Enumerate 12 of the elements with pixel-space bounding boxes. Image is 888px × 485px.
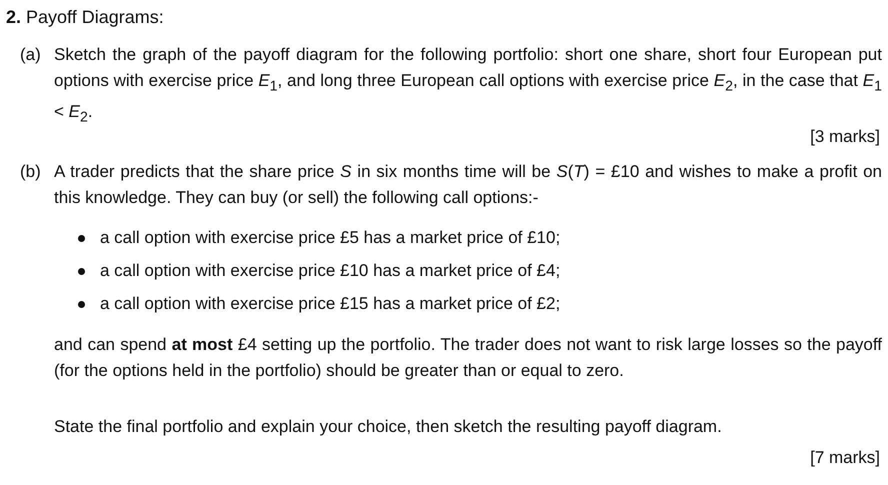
question-text: Sketch the graph of the payoff diagram for the following portfolio: short one share, short four European put options with exercise price E$_{1}$, and long three European call options with exercise price E$_{2}$, in the case that E$_{1}$ < E$_{2}$. <box>54 44 882 128</box>
item-letter: (a) <box>20 44 41 66</box>
item-letter: (b) <box>20 161 41 183</box>
question-text: State the final portfolio and explain your choice, then sketch the resulting payoff diagram. <box>54 416 723 438</box>
marks: [3 marks] <box>810 126 880 148</box>
bullet-text: a call option with exercise price £15 has a market price of £2; <box>100 293 562 315</box>
question-text: and can spend at most £4 setting up the portfolio. The trader does not want to risk large losses so the payoff (for the options held in the portfolio) should be greater than or equal to zero. <box>54 334 882 382</box>
heading: 2. Payoff Diagrams: <box>6 6 164 29</box>
marks: [7 marks] <box>810 447 880 469</box>
bullet-text: a call option with exercise price £5 has a market price of £10; <box>100 227 562 249</box>
question-text: A trader predicts that the share price S in six months time will be S(T) = £10 and wishes to make a profit on this knowledge. They can buy (or sell) the following call options:- <box>54 161 882 209</box>
bullet-text: a call option with exercise price £10 has a market price of £4; <box>100 260 562 282</box>
